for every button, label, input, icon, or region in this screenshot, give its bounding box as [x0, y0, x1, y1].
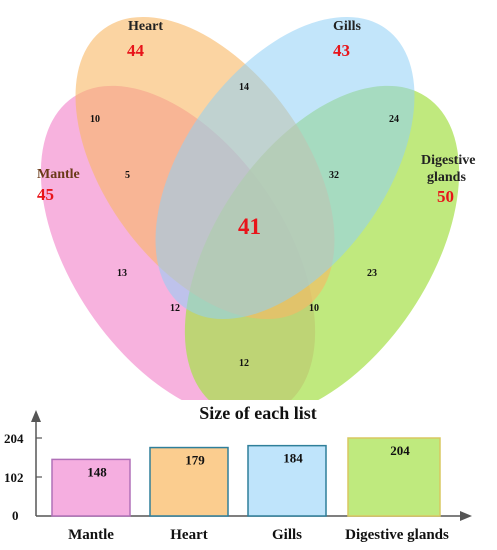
bar-gills [247, 444, 327, 517]
unique-count-digestive: 50 [437, 187, 454, 206]
region-heart-gills: 14 [239, 82, 249, 93]
bar-heart [149, 446, 229, 517]
region-heart-gills-digestive: 32 [329, 170, 339, 181]
y-tick-top: 204 [4, 431, 24, 446]
region-mantle-gills-digestive: 12 [170, 303, 180, 314]
y-tick-zero: 0 [12, 508, 19, 523]
x-axis-arrow [460, 511, 472, 521]
unique-count-heart: 44 [127, 41, 145, 60]
region-all-four: 41 [238, 214, 261, 239]
y-axis-arrow [31, 410, 41, 422]
x-label-digestive-glands: Digestive glands [345, 527, 449, 543]
bar-digestive-glands [347, 437, 441, 517]
region-mantle-heart-gills: 5 [125, 170, 130, 181]
venn-diagram: Heart Gills Mantle Digestive glands 44 4… [37, 16, 475, 400]
set-gills-ellipse [155, 16, 415, 320]
bar-value-heart: 179 [185, 453, 205, 468]
region-mantle-heart: 10 [90, 114, 100, 125]
region-mantle-gills: 13 [117, 268, 127, 279]
bar-value-mantle: 148 [87, 464, 107, 479]
set-name-gills: Gills [333, 19, 362, 34]
set-name-mantle: Mantle [37, 167, 80, 182]
region-heart-digestive: 23 [367, 268, 377, 279]
bar-value-digestive-glands: 204 [390, 443, 410, 458]
y-tick-mid: 102 [4, 470, 24, 485]
set-name-digestive-line2: glands [427, 170, 466, 185]
region-mantle-heart-digestive: 10 [309, 303, 319, 314]
region-gills-digestive: 24 [389, 114, 399, 125]
bar-mantle [51, 458, 131, 517]
unique-count-gills: 43 [333, 41, 350, 60]
unique-count-mantle: 45 [37, 185, 54, 204]
bars-group: 148 179 184 204 [51, 437, 441, 517]
bar-chart-title: Size of each list [199, 403, 316, 423]
bar-value-gills: 184 [283, 451, 303, 466]
set-name-digestive-line1: Digestive [421, 153, 475, 168]
region-mantle-digestive: 12 [239, 358, 249, 369]
set-name-heart: Heart [128, 19, 163, 34]
x-label-gills: Gills [272, 527, 302, 543]
x-label-mantle: Mantle [68, 527, 114, 543]
x-label-heart: Heart [170, 527, 207, 543]
